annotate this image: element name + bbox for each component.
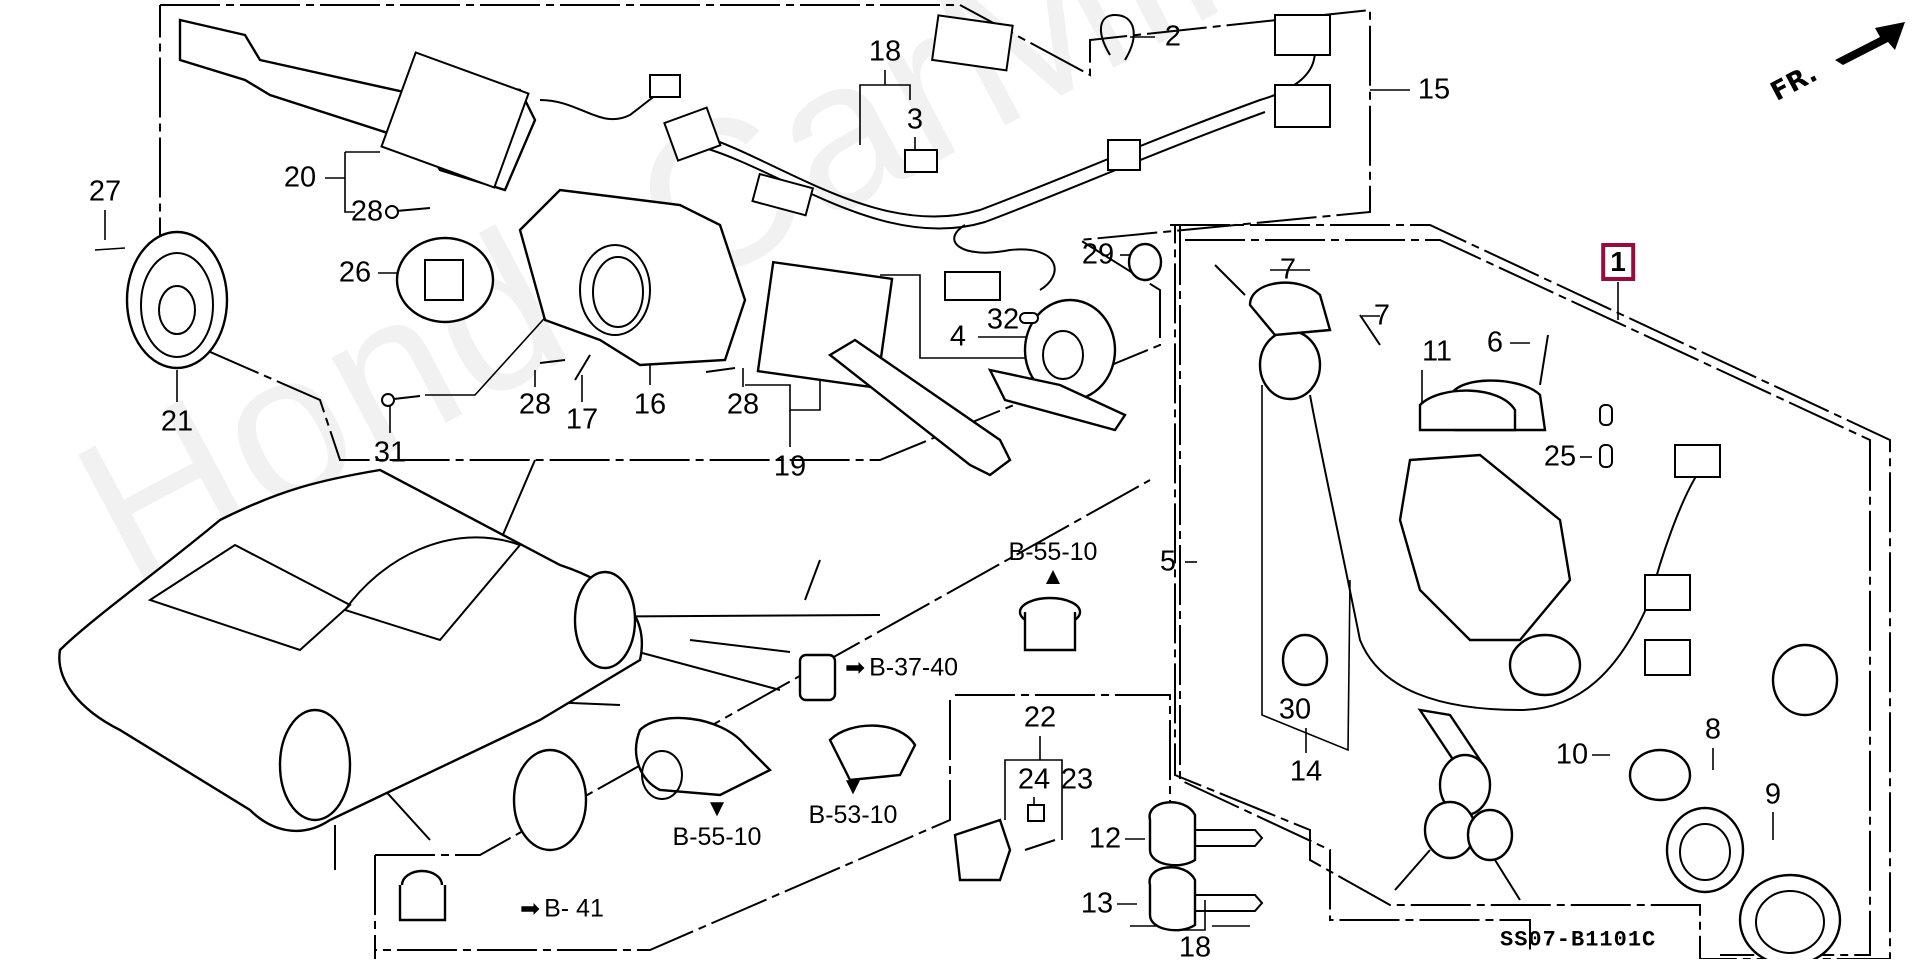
part-label-12[interactable]: 12 (1088, 822, 1122, 855)
part-label-26[interactable]: 26 (338, 256, 372, 289)
arrow-up-icon: ▲ (1041, 563, 1065, 590)
section-ref-b-55-10-top[interactable]: B-55-10 ▲ (1009, 540, 1098, 593)
section-ref-b-37-40[interactable]: ➡ B-37-40 (845, 653, 959, 682)
arrow-right-icon: ➡ (845, 654, 866, 681)
arrow-down-icon: ▼ (841, 773, 865, 800)
part-label-21[interactable]: 21 (160, 405, 194, 438)
part-label-3[interactable]: 3 (906, 103, 924, 136)
part-label-23[interactable]: 23 (1060, 763, 1094, 796)
part-label-8[interactable]: 8 (1704, 713, 1722, 746)
section-ref-text: B- 41 (544, 894, 604, 923)
part-label-28[interactable]: 28 (350, 195, 384, 228)
part-label-5[interactable]: 5 (1159, 545, 1177, 578)
part-label-31[interactable]: 31 (373, 436, 407, 469)
diagram-code: SS07-B1101C (1500, 927, 1657, 953)
part-label-9[interactable]: 9 (1764, 778, 1782, 811)
part-drawings (58, 13, 1842, 959)
part-label-16[interactable]: 16 (633, 388, 667, 421)
part-label-32[interactable]: 32 (986, 303, 1020, 336)
part-label-19[interactable]: 19 (773, 450, 807, 483)
part-label-29[interactable]: 29 (1081, 238, 1115, 271)
part-label-7[interactable]: 7 (1279, 253, 1297, 286)
part-label-30[interactable]: 30 (1278, 693, 1312, 726)
section-ref-text: B-37-40 (869, 653, 959, 682)
part-label-7[interactable]: 7 (1373, 299, 1391, 332)
part-label-4[interactable]: 4 (949, 320, 967, 353)
part-label-14[interactable]: 14 (1289, 755, 1323, 788)
part-label-13[interactable]: 13 (1080, 887, 1114, 920)
section-ref-text: B-55-10 (672, 823, 762, 851)
part-label-6[interactable]: 6 (1486, 326, 1504, 359)
part-label-17[interactable]: 17 (565, 403, 599, 436)
section-ref-text: B-55-10 (1008, 538, 1098, 566)
section-ref-b-55-10-bottom[interactable]: ▼ B-55-10 (673, 797, 762, 850)
part-label-11[interactable]: 11 (1421, 335, 1453, 368)
section-ref-b-41[interactable]: ➡ B- 41 (520, 894, 604, 923)
part-label-18[interactable]: 18 (868, 35, 902, 68)
upper-group-boundary (159, 4, 1371, 461)
part-label-27[interactable]: 27 (88, 175, 122, 208)
arrow-down-icon: ▼ (705, 795, 729, 822)
part-label-10[interactable]: 10 (1555, 738, 1589, 771)
arrow-right-icon: ➡ (520, 895, 541, 922)
part-label-2[interactable]: 2 (1164, 20, 1182, 53)
part-label-28[interactable]: 28 (726, 388, 760, 421)
part-label-15[interactable]: 15 (1417, 73, 1451, 106)
part-label-24[interactable]: 24 (1017, 763, 1051, 796)
part-label-1-highlighted[interactable]: 1 (1601, 243, 1635, 281)
part-label-28[interactable]: 28 (518, 388, 552, 421)
part-label-20[interactable]: 20 (283, 161, 317, 194)
section-ref-text: B-53-10 (808, 801, 898, 829)
lock-group-boundary (374, 479, 1171, 959)
part-label-25[interactable]: 25 (1543, 440, 1577, 473)
part-label-18[interactable]: 18 (1178, 931, 1212, 964)
part-label-22[interactable]: 22 (1023, 701, 1057, 734)
front-direction-arrow-icon (1835, 22, 1905, 65)
section-ref-b-53-10[interactable]: ▼ B-53-10 (809, 775, 898, 828)
